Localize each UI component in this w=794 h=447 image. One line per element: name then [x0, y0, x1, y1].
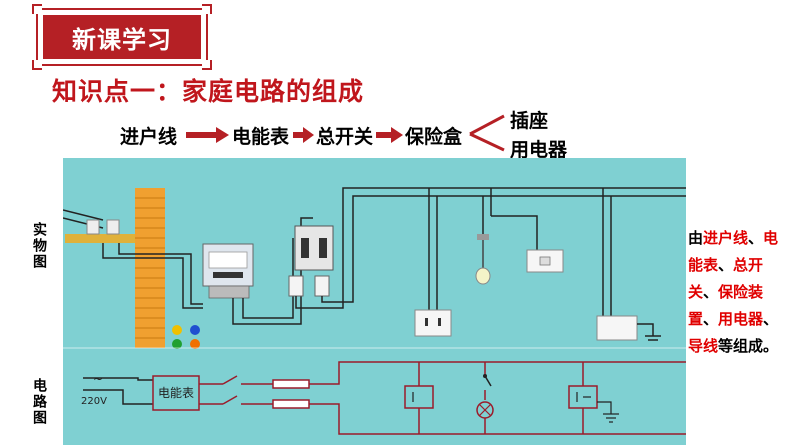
- summary-text: 由进户线、电能表、总开关、保险装置、用电器、导线等组成。: [688, 225, 788, 360]
- svg-text:~: ~: [93, 372, 103, 386]
- meter-symbol: [152, 375, 200, 411]
- badge-label: 新课学习: [43, 15, 201, 59]
- grounded-socket-symbol: [568, 385, 598, 409]
- voltage-label: 220V: [81, 396, 107, 407]
- summary-part: 、: [748, 229, 764, 247]
- flow-arrow: [186, 127, 229, 143]
- summary-part: 、: [763, 310, 779, 328]
- socket-photo: [414, 309, 452, 337]
- meter-symbol-label: 电能表: [158, 386, 194, 400]
- summary-prefix: 由: [688, 229, 704, 247]
- lamp-photo: [475, 267, 491, 285]
- flow-branch-arrows: [469, 114, 505, 152]
- summary-part: 、: [718, 256, 734, 274]
- badge-corner: [202, 60, 212, 70]
- flow-item-entry-line: 进户线: [120, 126, 178, 148]
- flow-arrow: [376, 127, 403, 143]
- insulator: [86, 219, 100, 235]
- grounded-socket-photo: [596, 315, 638, 341]
- summary-part: 总开关: [688, 256, 764, 301]
- fuse-photo: [314, 275, 330, 297]
- fuse-photo: [288, 275, 304, 297]
- flow-item-main-switch: 总开关: [316, 126, 374, 148]
- summary-part: 保险装置: [688, 283, 764, 328]
- label-physical-diagram: 实物图: [31, 222, 47, 270]
- fuse-symbol: [272, 399, 310, 409]
- flow-arrow: [293, 127, 314, 143]
- summary-part: 、: [703, 310, 719, 328]
- page-subtitle: 知识点一：家庭电路的组成: [52, 77, 365, 106]
- fuse-symbol: [272, 379, 310, 389]
- summary-part: 导线: [688, 337, 719, 355]
- socket-symbol: [404, 385, 434, 409]
- badge-corner: [202, 4, 212, 14]
- label-circuit-diagram: 电路图: [31, 378, 47, 426]
- summary-part: 用电器: [718, 310, 764, 328]
- summary-part: 电能表: [688, 229, 779, 274]
- flow-branch-appliance: 用电器: [510, 139, 568, 161]
- summary-part: 等组成。: [718, 337, 779, 355]
- circuit-illustration: ~ 220V 电能表: [63, 187, 686, 435]
- insulator: [106, 219, 120, 235]
- circuit-illustration-panel: ~ 220V 电能表: [63, 158, 686, 445]
- wall-beam: [65, 234, 135, 243]
- flow-branch-socket: 插座: [510, 110, 549, 132]
- flow-item-fuse-box: 保险盒: [405, 126, 463, 148]
- summary-part: 进户线: [703, 229, 749, 247]
- summary-part: 、: [703, 283, 719, 301]
- circuit-schematic: ~ 220V 电能表: [81, 361, 686, 435]
- main-switch-photo: [294, 225, 334, 271]
- badge-corner: [32, 60, 42, 70]
- section-badge: 新课学习: [32, 4, 212, 70]
- flow-item-meter: 电能表: [232, 126, 290, 148]
- badge-corner: [32, 4, 42, 14]
